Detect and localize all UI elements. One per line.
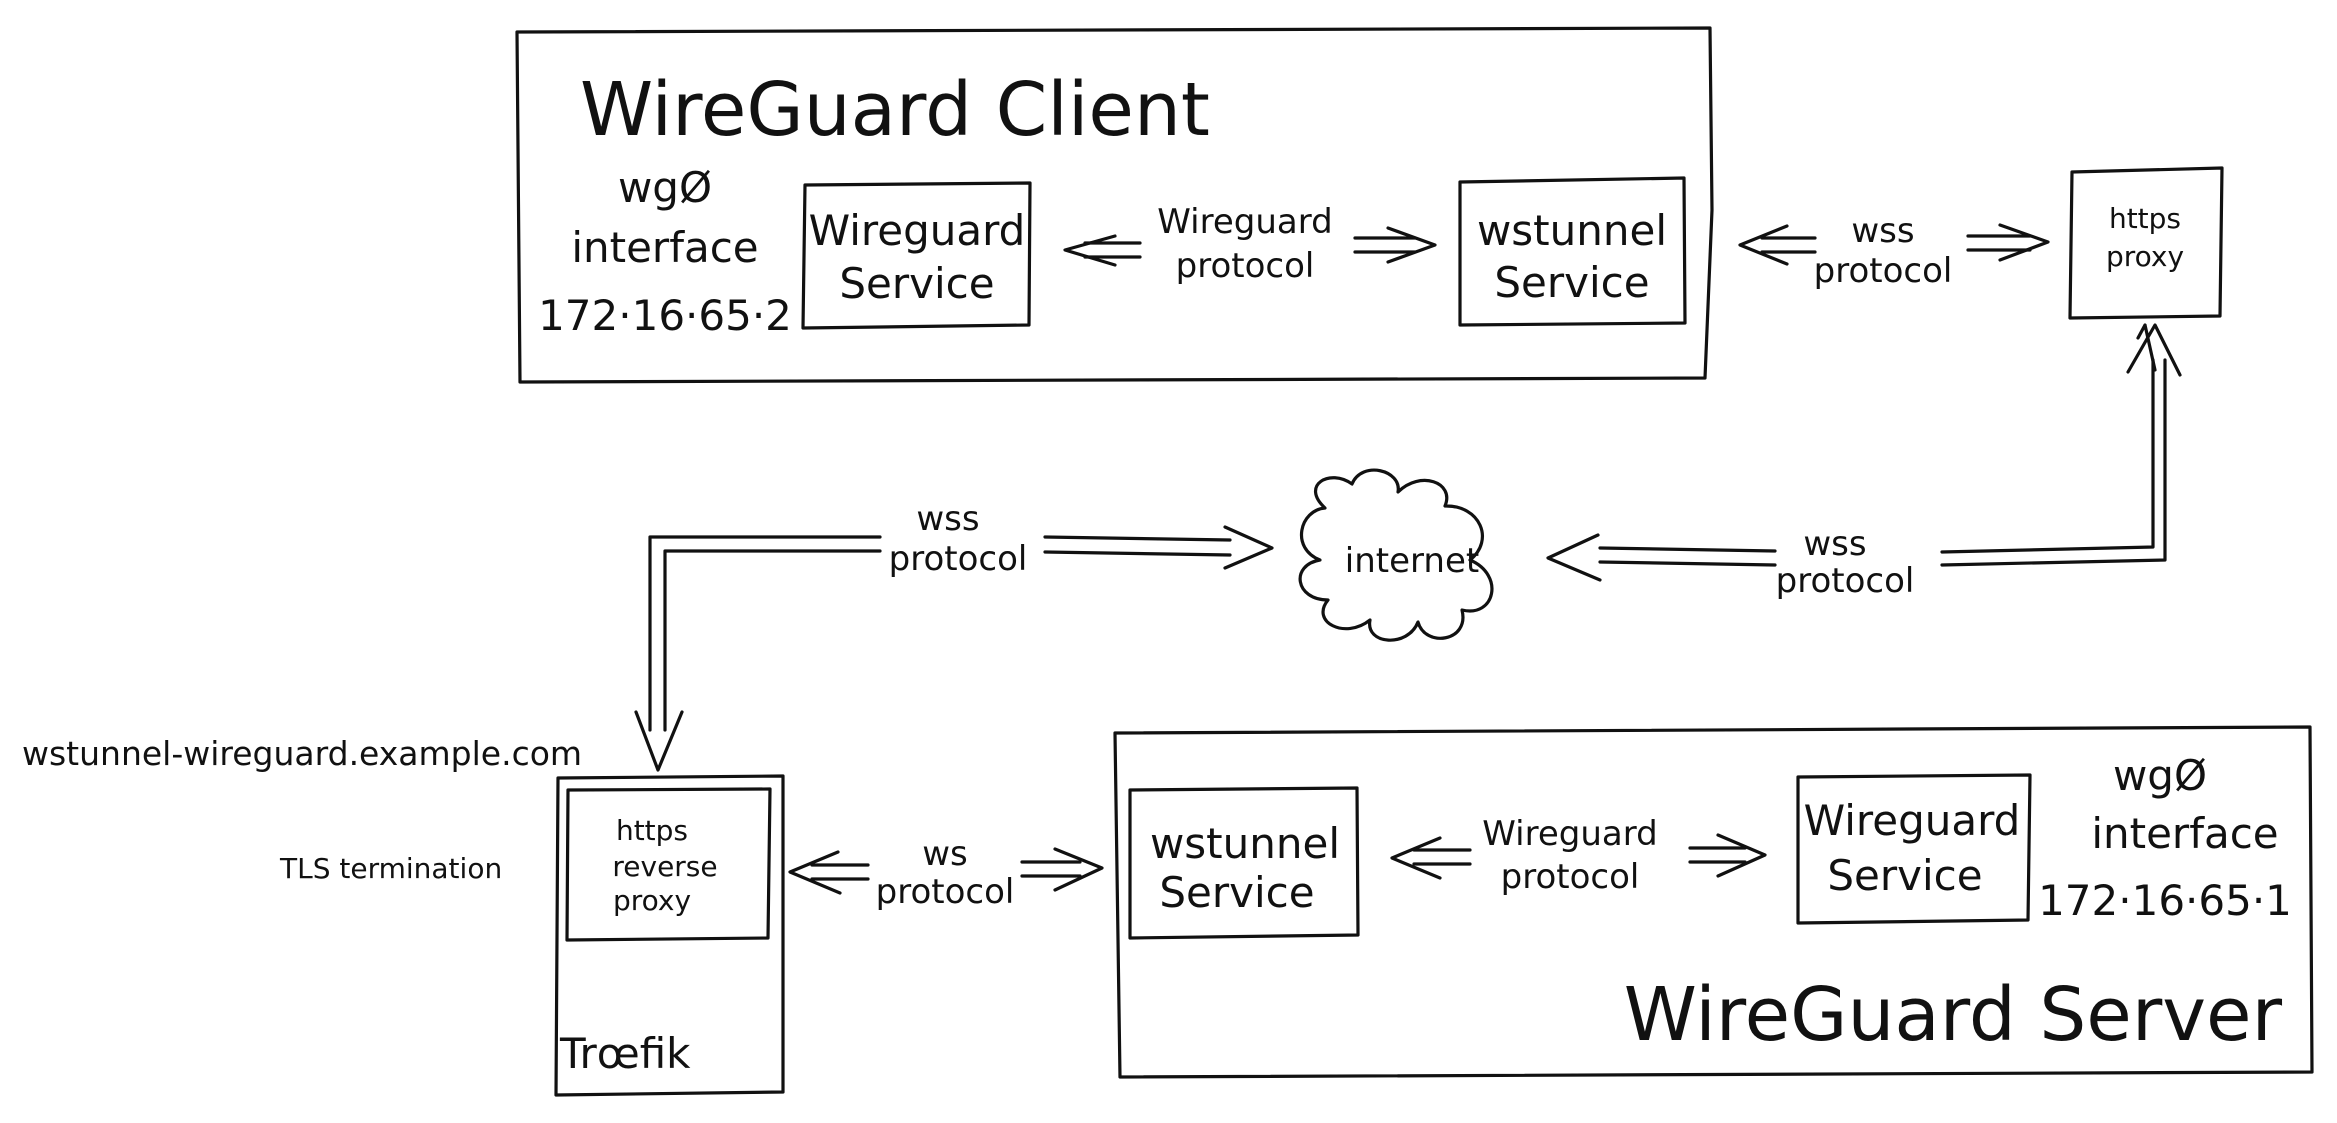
client-box-border [515, 26, 1714, 384]
client-wireguard-protocol-line1: Wireguard [1157, 202, 1332, 242]
ws-protocol-line1: ws [922, 834, 968, 874]
client-wireguard-protocol-arrow: Wireguard protocol [1063, 202, 1437, 286]
server-iface-ip: 172·16·65·1 [2038, 876, 2292, 925]
server-wireguard-service-line1: Wireguard [1804, 796, 2021, 845]
client-box: WireGuard Client wgØ interface 172·16·65… [515, 26, 1714, 384]
client-wireguard-service-line2: Service [839, 259, 994, 308]
traefik-wss-protocol-line1: wss [916, 499, 979, 539]
traefik-internet-wss-arrow: wss protocol [634, 499, 1274, 772]
client-wstunnel-service: wstunnel Service [1458, 176, 1687, 327]
https-reverse-proxy-box: https reverse proxy [565, 787, 772, 942]
reverse-proxy-line1: https [616, 814, 688, 847]
client-wss-protocol-line1: wss [1851, 211, 1914, 251]
client-iface-ip: 172·16·65·2 [538, 291, 792, 340]
https-proxy-line1: https [2109, 202, 2181, 235]
proxy-wss-protocol-line2: protocol [1776, 561, 1915, 601]
server-wireguard-protocol-line2: protocol [1501, 857, 1640, 897]
ws-protocol-line2: protocol [876, 872, 1015, 912]
cloud-icon [1298, 468, 1494, 642]
https-proxy-box: https proxy [2068, 166, 2224, 320]
client-wireguard-protocol-line2: protocol [1176, 246, 1315, 286]
server-wireguard-service: Wireguard Service [1796, 773, 2032, 925]
server-wstunnel-service-line1: wstunnel [1150, 819, 1340, 868]
client-iface-name: wgØ [618, 163, 712, 212]
server-box-border [1113, 725, 2314, 1079]
server-iface-name: wgØ [2113, 751, 2207, 800]
internet-label: internet [1345, 541, 1479, 581]
server-wstunnel-service-line2: Service [1159, 868, 1314, 917]
client-wss-protocol-line2: protocol [1814, 251, 1953, 291]
client-wstunnel-service-line1: wstunnel [1477, 206, 1667, 255]
traefik-box: wstunnel-wireguard.example.com TLS termi… [22, 734, 785, 1097]
internet-cloud: internet [1298, 468, 1494, 642]
proxy-wss-protocol-line1: wss [1803, 524, 1866, 564]
server-box: wstunnel Service Wireguard Service Wireg… [1113, 725, 2314, 1079]
client-title: WireGuard Client [580, 67, 1210, 153]
proxy-internet-wss-arrow: wss protocol [1546, 323, 2182, 601]
traefik-name: Trœfik [559, 1029, 691, 1078]
tls-termination-label: TLS termination [279, 852, 502, 885]
traefik-server-ws-arrow: ws protocol [788, 834, 1104, 912]
client-wireguard-service: Wireguard Service [801, 181, 1032, 330]
server-wstunnel-service: wstunnel Service [1128, 786, 1360, 940]
server-wireguard-protocol-line1: Wireguard [1482, 814, 1657, 854]
client-wss-protocol-arrow: wss protocol [1738, 211, 2050, 291]
server-title: WireGuard Server [1624, 972, 2283, 1058]
server-wireguard-service-line2: Service [1827, 851, 1982, 900]
client-wstunnel-service-line2: Service [1494, 258, 1649, 307]
reverse-proxy-line3: proxy [613, 884, 691, 917]
traefik-wss-protocol-line2: protocol [889, 539, 1028, 579]
client-wireguard-service-line1: Wireguard [809, 206, 1026, 255]
client-iface-label: interface [571, 223, 758, 272]
server-wireguard-protocol-arrow: Wireguard protocol [1390, 814, 1767, 897]
https-proxy-line2: proxy [2106, 240, 2184, 273]
traefik-hostname: wstunnel-wireguard.example.com [22, 734, 582, 773]
server-iface-label: interface [2091, 809, 2278, 858]
reverse-proxy-line2: reverse [612, 850, 717, 883]
